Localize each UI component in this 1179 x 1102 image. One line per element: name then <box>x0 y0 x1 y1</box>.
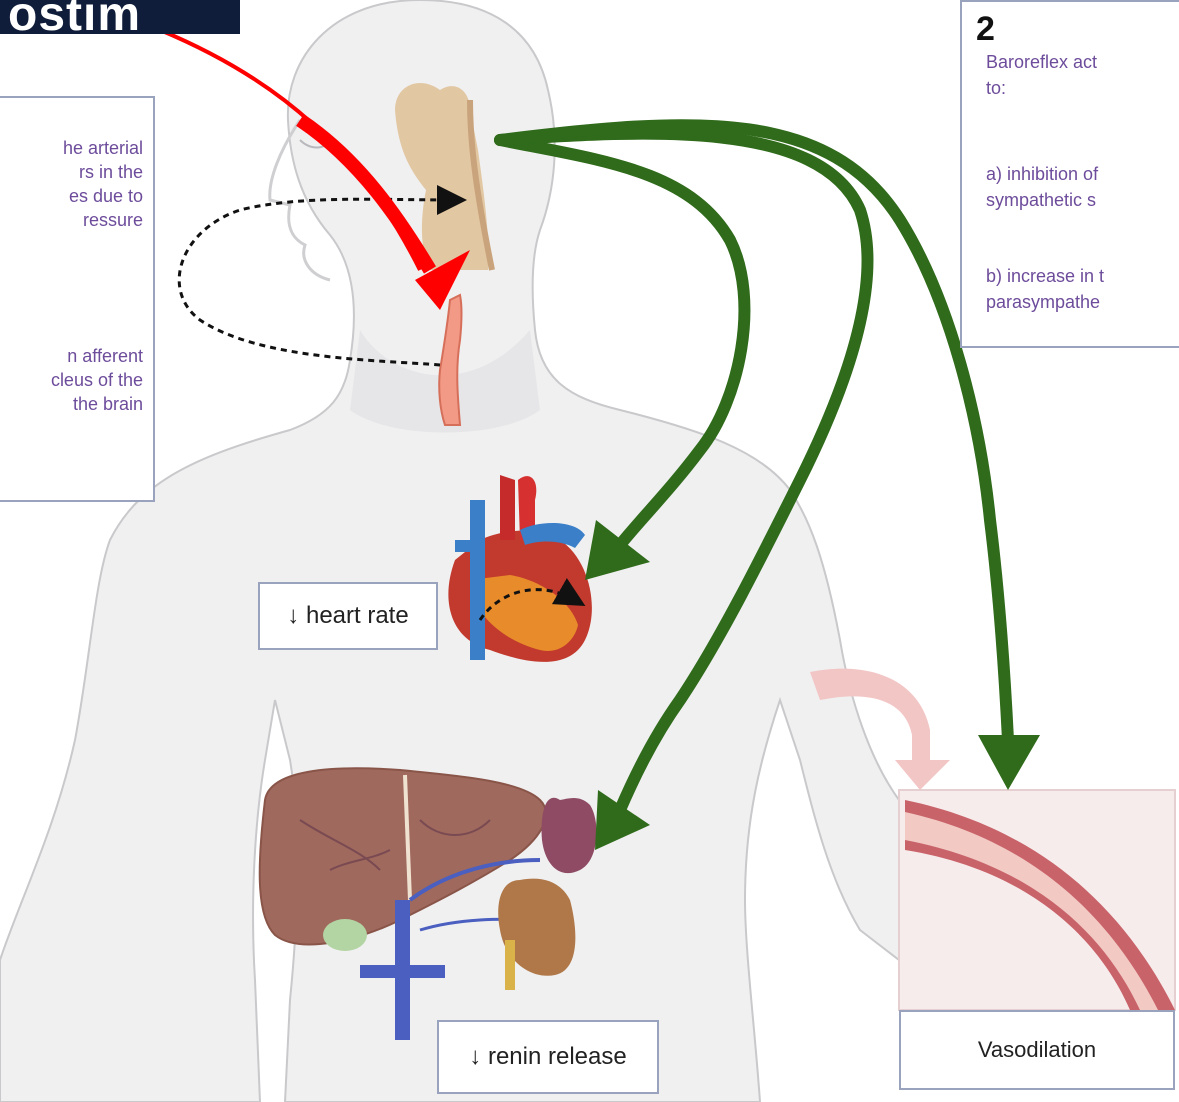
renin-release-label: ↓ renin release <box>437 1020 659 1094</box>
step-2-line: to: <box>986 76 1179 100</box>
step-2-line: b) increase in t <box>986 264 1179 288</box>
step-2-line: a) inhibition of <box>986 162 1179 186</box>
step-1-text-afferent: n afferent cleus of the the brain <box>0 344 143 416</box>
step-2-line: parasympathe <box>986 290 1179 314</box>
step-number: 2 <box>976 12 995 46</box>
blood-vessel-icon <box>899 790 1175 1010</box>
step-2-panel: 2 Baroreflex act to: a) inhibition of sy… <box>960 0 1179 348</box>
step-2-line: Baroreflex act <box>986 50 1179 74</box>
step-1-panel: he arterial rs in the es due to ressure … <box>0 96 155 502</box>
step-1-text-detection: he arterial rs in the es due to ressure <box>0 136 143 232</box>
step-2-line: sympathetic s <box>986 188 1179 212</box>
vasodilation-label: Vasodilation <box>899 1010 1175 1090</box>
logo-banner: ostim <box>0 0 240 34</box>
heart-rate-label: ↓ heart rate <box>258 582 438 650</box>
